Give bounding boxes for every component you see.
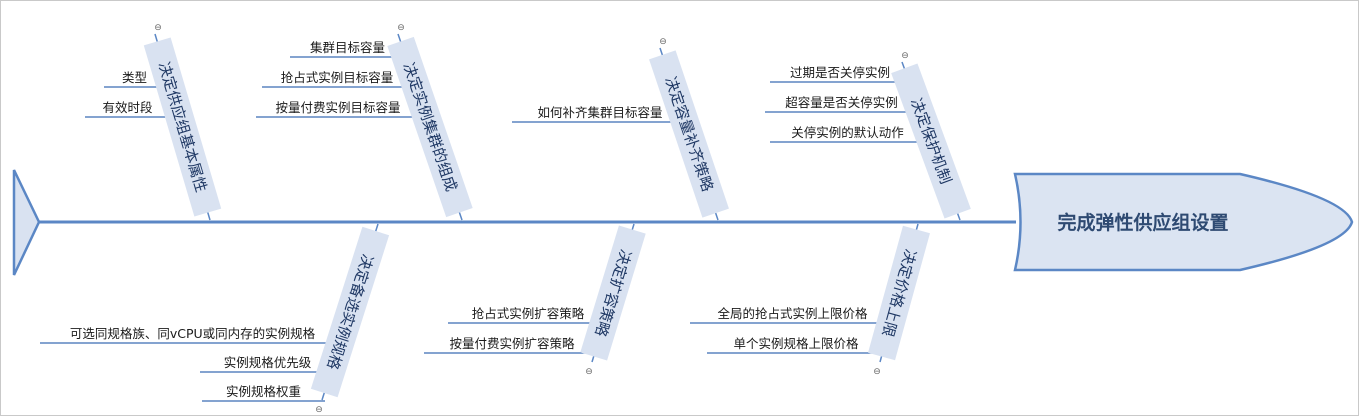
leaf-label[interactable]: 如何补齐集群目标容量 [537, 105, 662, 120]
leaf-label[interactable]: 实例规格权重 [226, 384, 301, 399]
leaf-label[interactable]: 可选同规格族、同vCPU或同内存的实例规格 [70, 326, 316, 341]
leaf-label[interactable]: 集群目标容量 [310, 40, 385, 55]
branch-label-bg [143, 37, 222, 217]
branch-label-bg [310, 226, 390, 398]
branch-label-box[interactable]: 决定保护机制 [891, 63, 971, 219]
top-branch-0: 类型有效时段决定供应组基本属性 ⊖ [85, 23, 222, 221]
branch-label-box[interactable]: 决定实例集群的组成 [387, 36, 473, 218]
leaf-label[interactable]: 关停实例的默认动作 [791, 125, 904, 140]
branch-label-bg [649, 50, 729, 218]
collapse-icon[interactable]: ⊖ [315, 405, 323, 415]
branch-label-bg [387, 36, 473, 218]
leaf-label[interactable]: 有效时段 [102, 100, 152, 115]
bottom-branch-0: 可选同规格族、同vCPU或同内存的实例规格实例规格优先级实例规格权重决定备选实例… [40, 223, 390, 415]
branch-label-bg [891, 63, 971, 219]
collapse-icon[interactable]: ⊖ [659, 37, 667, 47]
leaf-label[interactable]: 按量付费实例目标容量 [275, 100, 400, 115]
leaf-label[interactable]: 全局的抢占式实例上限价格 [717, 306, 868, 321]
head-label: 完成弹性供应组设置 [1057, 211, 1228, 234]
collapse-icon[interactable]: ⊖ [901, 51, 909, 61]
leaf-label[interactable]: 单个实例规格上限价格 [733, 336, 859, 351]
top-branch-1: 集群目标容量抢占式实例目标容量按量付费实例目标容量决定实例集群的组成 ⊖ [256, 23, 473, 221]
branch-label-box[interactable]: 决定供应组基本属性 [143, 37, 222, 217]
collapse-icon[interactable]: ⊖ [397, 23, 405, 33]
leaf-label[interactable]: 按量付费实例扩容策略 [449, 336, 575, 351]
leaf-label[interactable]: 实例规格优先级 [224, 355, 312, 370]
branch-label-box[interactable]: 决定容量补齐策略 [649, 50, 729, 218]
leaf-label[interactable]: 类型 [122, 70, 147, 85]
collapse-icon[interactable]: ⊖ [585, 367, 593, 377]
fish-tail [12, 169, 41, 276]
leaf-label[interactable]: 抢占式实例目标容量 [281, 70, 394, 85]
branch-label-bg [868, 225, 930, 361]
branch-label-box[interactable]: 决定备选实例规格 [310, 226, 390, 398]
collapse-icon[interactable]: ⊖ [873, 367, 881, 377]
collapse-icon[interactable]: ⊖ [154, 23, 162, 33]
fish-head [1013, 172, 1354, 272]
branch-label-box[interactable]: 决定扩容策略 [580, 225, 646, 361]
branch-label-box[interactable]: 决定价格上限 [868, 225, 930, 361]
branch-label-bg [580, 225, 646, 361]
leaf-label[interactable]: 抢占式实例扩容策略 [472, 306, 585, 321]
top-branch-3: 过期是否关停实例超容量是否关停实例关停实例的默认动作决定保护机制 ⊖ [765, 51, 971, 221]
leaf-label[interactable]: 过期是否关停实例 [790, 65, 890, 80]
leaf-label[interactable]: 超容量是否关停实例 [785, 95, 898, 110]
branch-label: 决定实例集群的组成 [400, 60, 461, 194]
